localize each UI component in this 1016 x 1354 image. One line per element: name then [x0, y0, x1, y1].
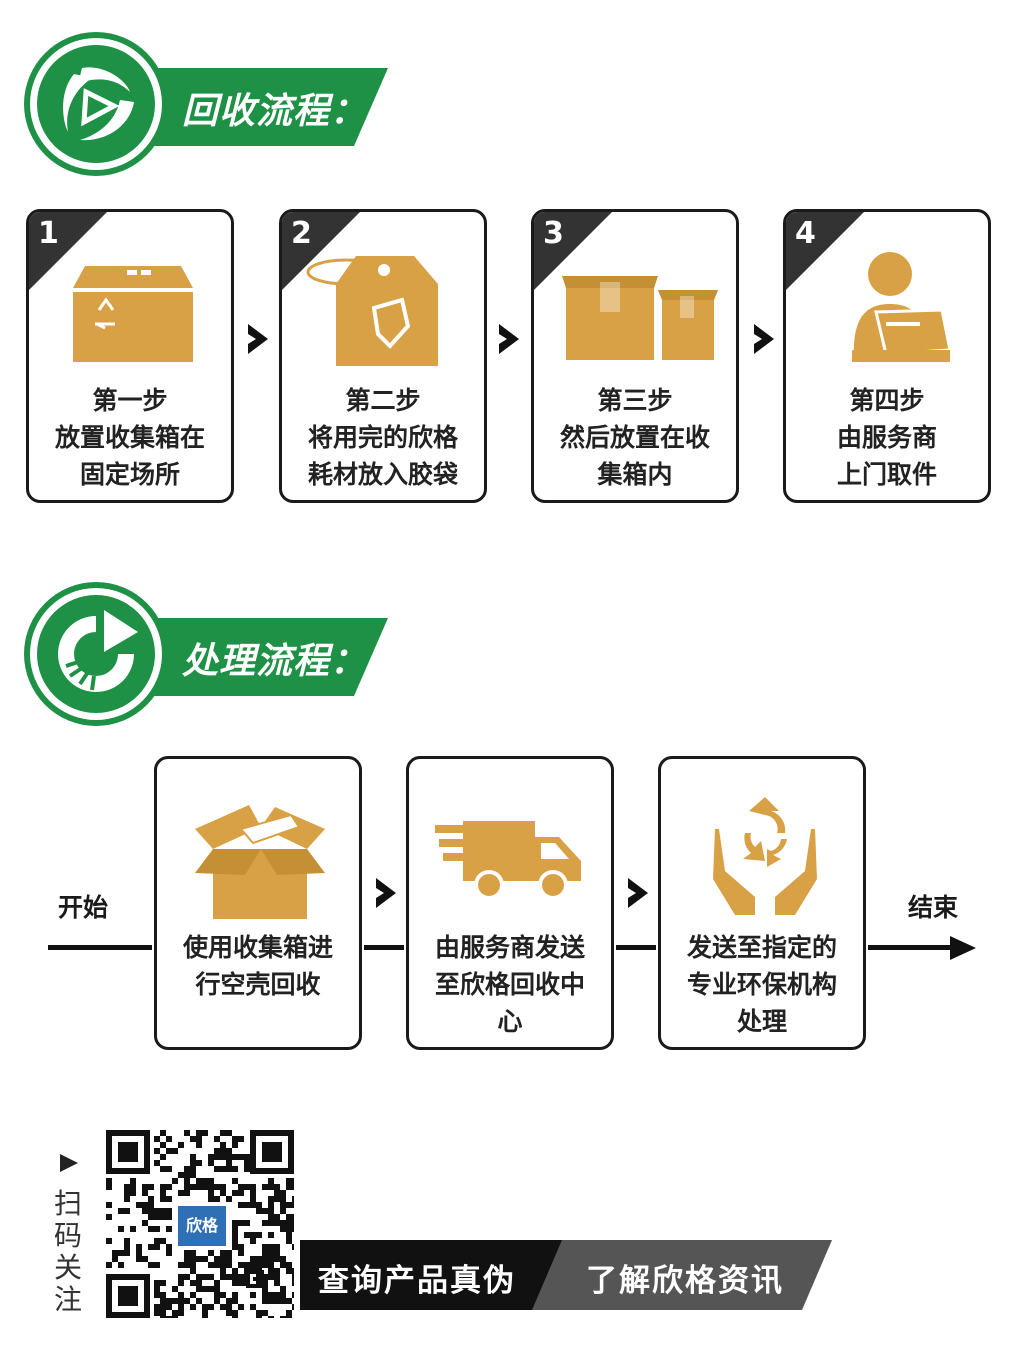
step-desc-line: 集箱内 [597, 460, 673, 489]
process-desc-line: 发送至指定的 [686, 933, 837, 962]
section1-badge [24, 32, 168, 176]
truck-icon [435, 821, 581, 900]
step-heading: 第二步 [345, 386, 421, 415]
section1-title: 回收流程： [182, 91, 368, 132]
boxes-icon [562, 276, 718, 360]
step-number: 2 [291, 216, 312, 251]
step-number: 3 [543, 216, 564, 251]
step-heading: 第一步 [92, 386, 168, 415]
flow-line-mid-1 [364, 945, 404, 950]
play-arrow-icon [60, 1154, 78, 1172]
cycle-arrow-icon [58, 610, 138, 692]
step-heading: 第四步 [849, 386, 925, 415]
chevron-right-icon [248, 324, 268, 354]
hands-recycle-icon [713, 797, 817, 915]
process-card-2: 由服务商发送 至欣格回收中 心 [406, 756, 614, 1050]
recycle-box-icon [73, 266, 193, 362]
flow-line-start [48, 945, 152, 950]
process-desc-line: 专业环保机构 [686, 970, 837, 999]
step-desc-line: 固定场所 [79, 460, 180, 489]
process-card-3: 发送至指定的 专业环保机构 处理 [658, 756, 866, 1050]
chevron-right-icon [499, 324, 519, 354]
step-desc-line: 将用完的欣格 [307, 423, 458, 452]
process-desc-line: 至欣格回收中 [434, 970, 585, 999]
courier-icon [852, 252, 952, 362]
company-info-button[interactable] [532, 1240, 832, 1310]
verify-product-button[interactable] [300, 1240, 568, 1310]
step-desc-line: 由服务商 [836, 423, 937, 452]
step-number: 1 [38, 216, 59, 251]
open-box-icon [195, 805, 325, 919]
chevron-right-icon [628, 878, 648, 908]
scan-label: 扫 码 关 注 [53, 1187, 82, 1316]
process-card-1: 使用收集箱进 行空壳回收 [154, 756, 362, 1050]
flow-line-end [868, 945, 956, 950]
step-card-4: 4 第四步 由服务商 上门取件 [783, 209, 991, 503]
step-heading: 第三步 [597, 386, 673, 415]
step-card-1: 1 第一步 放置收集箱在 固定场所 [26, 209, 234, 503]
bag-tag-icon [306, 256, 438, 366]
step-desc-line: 放置收集箱在 [54, 423, 205, 452]
step-desc-line: 上门取件 [836, 460, 937, 489]
flow-end-label: 结束 [908, 893, 959, 922]
chevron-right-icon [376, 878, 396, 908]
process-desc-line: 行空壳回收 [195, 970, 321, 999]
process-desc-line: 处理 [736, 1007, 787, 1036]
leaf-triangle-icon [63, 67, 134, 141]
company-info-label: 了解欣格资讯 [586, 1263, 784, 1299]
arrow-right-icon [950, 936, 976, 960]
process-desc-line: 由服务商发送 [434, 933, 585, 962]
qr-code[interactable]: 欣格 [106, 1130, 298, 1322]
step-number: 4 [795, 216, 816, 251]
verify-product-label: 查询产品真伪 [318, 1263, 516, 1299]
flow-line-mid-2 [616, 945, 656, 950]
step-desc-line: 然后放置在收 [559, 423, 710, 452]
step-desc-line: 耗材放入胶袋 [307, 460, 458, 489]
step-card-3: 3 第三步 然后放置在收 集箱内 [531, 209, 739, 503]
flow-start-label: 开始 [58, 893, 109, 922]
step-card-2: 2 第二步 将用完的欣格 耗材放入胶袋 [279, 209, 487, 503]
process-desc-line: 使用收集箱进 [182, 933, 333, 962]
chevron-right-icon [754, 324, 774, 354]
qr-logo: 欣格 [176, 1204, 228, 1248]
section2-title: 处理流程： [182, 641, 368, 682]
section2-badge [24, 582, 168, 726]
process-desc-line: 心 [497, 1007, 523, 1036]
